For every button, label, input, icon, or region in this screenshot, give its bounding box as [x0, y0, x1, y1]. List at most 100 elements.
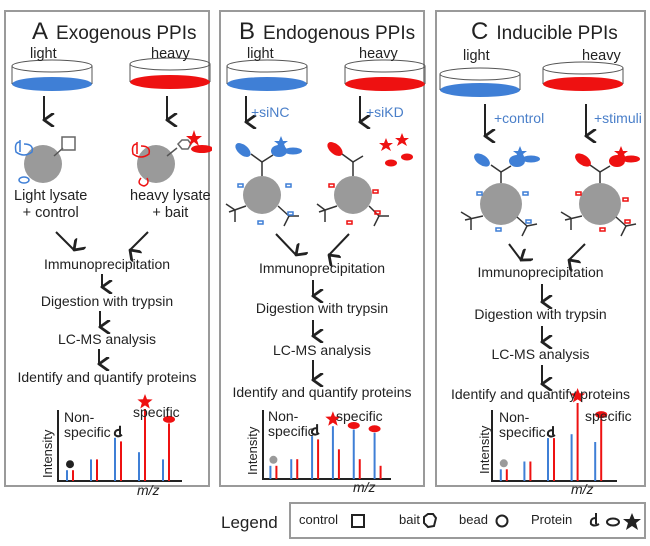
heavy-lysate-line2: + bait — [152, 205, 189, 221]
spectrum-axes — [57, 410, 182, 482]
ellipse-marker-icon — [368, 425, 381, 433]
protein-hook-marker-icon — [113, 425, 123, 438]
protein-hook-marker-icon — [310, 424, 320, 436]
panel-b-graphics — [225, 59, 426, 480]
panel-c-graphics — [439, 61, 640, 482]
legend-label-bead: bead — [459, 512, 488, 527]
arrow-icon — [130, 231, 149, 250]
specific-label: specific — [585, 408, 632, 424]
circle-icon — [495, 514, 509, 528]
nonspecific-line2: specific — [268, 423, 315, 439]
specific-label: specific — [133, 404, 180, 420]
panel-title-text: Inducible PPIs — [496, 23, 618, 44]
step-immunoprecipitation: Immunoprecipitation — [258, 260, 386, 276]
light-bead-complex-icon — [460, 146, 540, 237]
nonspecific-label: Non- specific — [499, 410, 546, 440]
nonspecific-label: Non- specific — [64, 410, 111, 440]
specific-label: specific — [336, 408, 383, 424]
panel-title-text: Exogenous PPIs — [56, 23, 197, 44]
legend-box: control bait bead Protein — [289, 502, 646, 539]
step-lcms: LC-MS analysis — [272, 342, 372, 358]
light-treatment-label: +control — [494, 110, 545, 126]
light-dish-icon — [226, 59, 308, 91]
panel-a-graphics — [11, 57, 212, 482]
heavy-dish-icon — [344, 59, 426, 91]
star-icon — [623, 513, 641, 530]
panel-title: B Endogenous PPIs — [239, 18, 415, 46]
y-axis-label: Intensity — [40, 429, 55, 478]
step-immunoprecipitation: Immunoprecipitation — [477, 264, 604, 280]
heavy-dish-icon — [542, 61, 624, 91]
heavy-dish-icon — [129, 57, 211, 89]
hexagon-icon — [423, 513, 438, 529]
star-marker-icon — [570, 388, 586, 403]
arrow-icon — [508, 243, 521, 260]
step-immunoprecipitation: Immunoprecipitation — [43, 256, 171, 272]
nonspecific-line1: Non- — [499, 409, 530, 425]
legend-icons — [351, 513, 641, 530]
panel-inducible-ppis: C Inducible PPIs light heavy +control +st… — [435, 10, 646, 497]
step-digestion: Digestion with trypsin — [40, 293, 174, 309]
step-identify: Identify and quantify proteins — [450, 386, 630, 402]
panel-title: C Inducible PPIs — [471, 18, 618, 46]
light-label: light — [247, 46, 274, 62]
heavy-label: heavy — [582, 48, 621, 64]
panel-exogenous-ppis: A Exogenous PPIs light heavy Light lysate… — [4, 10, 212, 498]
arrow-icon — [275, 233, 296, 255]
light-lysate-line1: Light lysate — [14, 188, 88, 204]
panel-letter: A — [32, 18, 49, 45]
legend-title: Legend — [221, 513, 278, 532]
light-bead-control-icon — [14, 136, 76, 184]
x-axis-label: m/z — [353, 479, 376, 495]
nonspecific-line2: specific — [64, 424, 111, 440]
bead-marker-icon — [66, 460, 74, 469]
heavy-lysate-line1: heavy lysate — [130, 188, 211, 204]
spectrum-axes — [491, 410, 617, 482]
ellipse-marker-icon — [163, 415, 175, 423]
step-identify: Identify and quantify proteins — [232, 384, 412, 400]
step-lcms: LC-MS analysis — [491, 346, 590, 362]
light-dish-icon — [439, 67, 521, 97]
panel-letter: C — [471, 18, 489, 45]
panel-letter: B — [239, 18, 256, 45]
x-axis-label: m/z — [571, 481, 594, 497]
light-label: light — [30, 46, 57, 62]
light-lysate-line2: + control — [22, 205, 79, 221]
heavy-label: heavy — [359, 46, 398, 62]
y-axis-label: Intensity — [245, 426, 260, 475]
ellipse-marker-icon — [347, 422, 360, 429]
spectrum-axes — [262, 410, 391, 480]
square-icon — [351, 514, 365, 528]
panel-title-text: Endogenous PPIs — [263, 23, 416, 44]
star-marker-icon — [137, 394, 153, 409]
heavy-label: heavy — [151, 46, 190, 62]
bead-marker-icon — [269, 455, 278, 464]
heavy-lysate-label: heavy lysate + bait — [130, 188, 211, 222]
y-axis-label: Intensity — [477, 425, 492, 474]
ellipse-marker-icon — [595, 411, 608, 419]
nonspecific-line1: Non- — [64, 409, 95, 425]
legend-label-protein: Protein — [531, 512, 573, 527]
heavy-bead-complex-icon — [316, 133, 413, 227]
step-lcms: LC-MS analysis — [57, 331, 157, 347]
heavy-treatment-label: +siKD — [366, 104, 404, 120]
nonspecific-line1: Non- — [268, 408, 299, 424]
protein-hook-icon — [589, 513, 600, 527]
light-dish-icon — [11, 59, 93, 91]
x-axis-label: m/z — [137, 482, 160, 498]
arrow-icon — [329, 233, 350, 255]
star-marker-icon — [325, 411, 341, 426]
heavy-treatment-label: +stimuli — [594, 110, 642, 126]
protein-hook-marker-icon — [546, 426, 556, 438]
step-digestion: Digestion with trypsin — [474, 306, 607, 322]
legend-label-control: control — [299, 512, 339, 527]
light-bead-complex-icon — [225, 136, 302, 227]
heavy-bead-bait-icon — [131, 130, 212, 187]
bead-marker-icon — [499, 459, 508, 468]
step-digestion: Digestion with trypsin — [255, 300, 389, 316]
panel-title: A Exogenous PPIs — [32, 18, 197, 46]
heavy-bead-complex-icon — [560, 146, 640, 237]
light-label: light — [463, 48, 490, 64]
light-lysate-label: Light lysate + control — [14, 188, 87, 222]
